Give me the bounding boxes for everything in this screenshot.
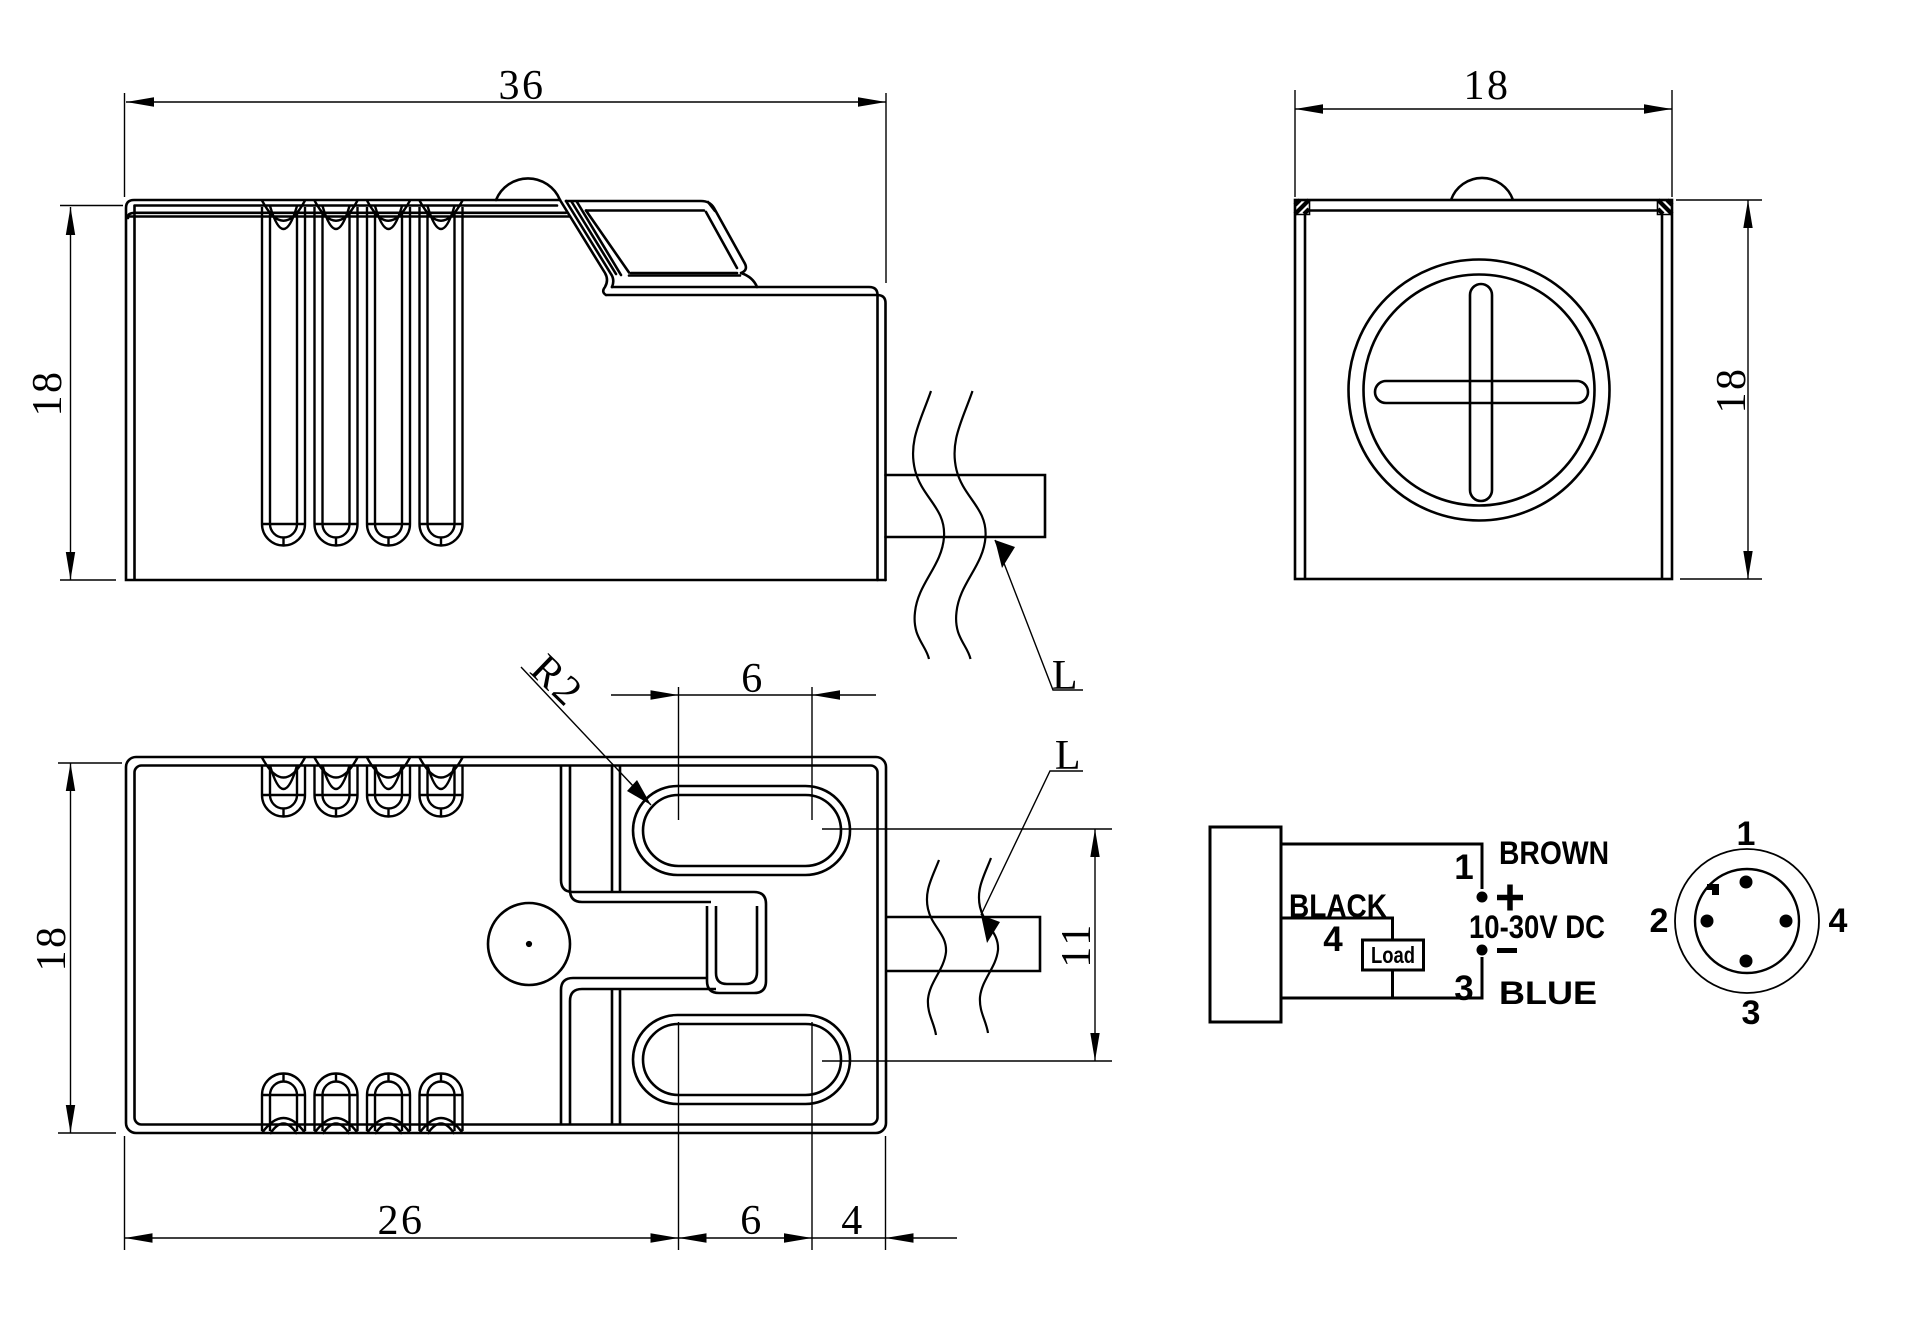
svg-text:11: 11 (1054, 922, 1100, 967)
svg-text:18: 18 (25, 370, 71, 417)
svg-text:1: 1 (1454, 848, 1473, 887)
svg-text:3: 3 (1454, 969, 1473, 1008)
svg-text:18: 18 (1709, 367, 1755, 414)
svg-text:10-30V DC: 10-30V DC (1469, 909, 1605, 945)
svg-text:4: 4 (841, 1198, 865, 1244)
svg-text:3: 3 (1742, 994, 1761, 1032)
svg-text:BLUE: BLUE (1499, 975, 1597, 1011)
svg-text:4: 4 (1323, 920, 1343, 959)
svg-text:36: 36 (499, 63, 546, 109)
svg-text:2: 2 (1650, 902, 1669, 940)
svg-text:26: 26 (378, 1198, 425, 1244)
svg-text:18: 18 (1464, 63, 1511, 109)
svg-text:BLACK: BLACK (1289, 888, 1387, 924)
svg-text:4: 4 (1829, 902, 1848, 940)
svg-text:Load: Load (1371, 942, 1415, 968)
svg-text:18: 18 (29, 925, 75, 972)
svg-text:1: 1 (1737, 815, 1756, 853)
svg-text:BROWN: BROWN (1499, 835, 1609, 871)
svg-text:6: 6 (740, 1198, 764, 1244)
svg-text:6: 6 (741, 656, 765, 702)
svg-text:L: L (1052, 653, 1080, 699)
svg-text:L: L (1055, 733, 1083, 779)
